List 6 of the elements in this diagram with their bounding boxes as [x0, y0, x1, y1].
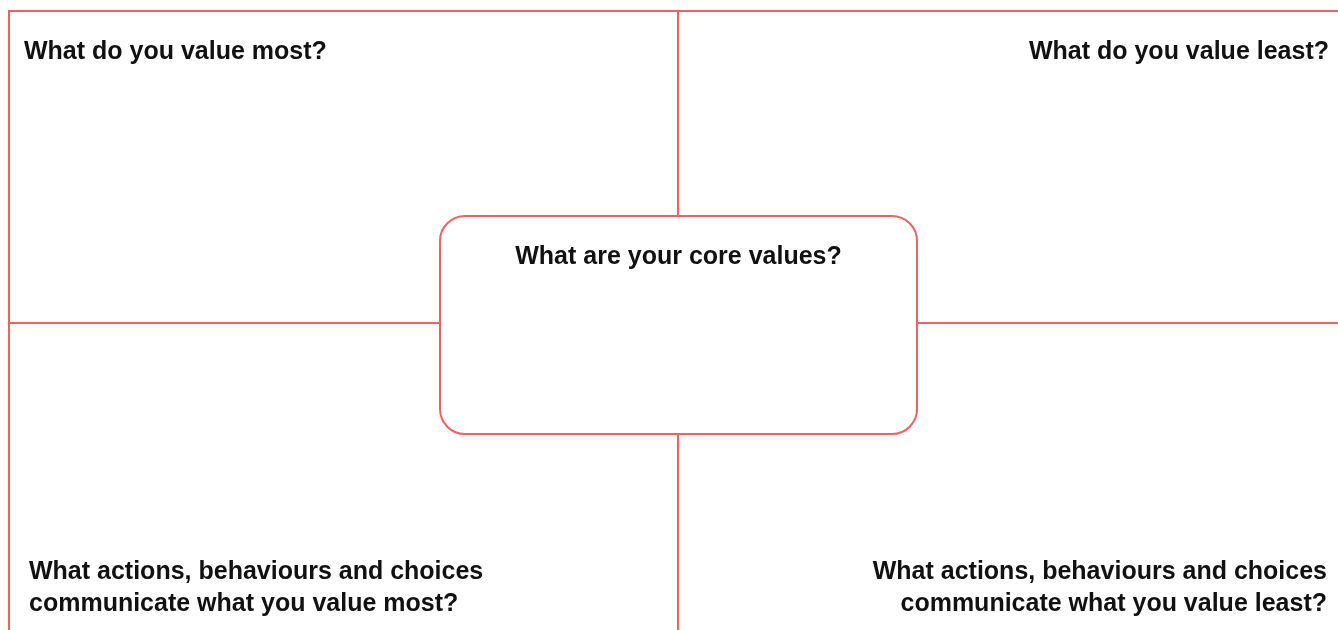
question-heading: What do you value least?: [1028, 35, 1329, 66]
question-heading: What actions, behaviours and choices communicate what you value least?: [871, 555, 1327, 618]
rounded-box: [439, 215, 918, 435]
question-heading: What are your core values?: [514, 240, 843, 271]
question-heading: What do you value most?: [24, 35, 327, 66]
question-heading: What actions, behaviours and choices communicate what you value most?: [29, 555, 485, 618]
